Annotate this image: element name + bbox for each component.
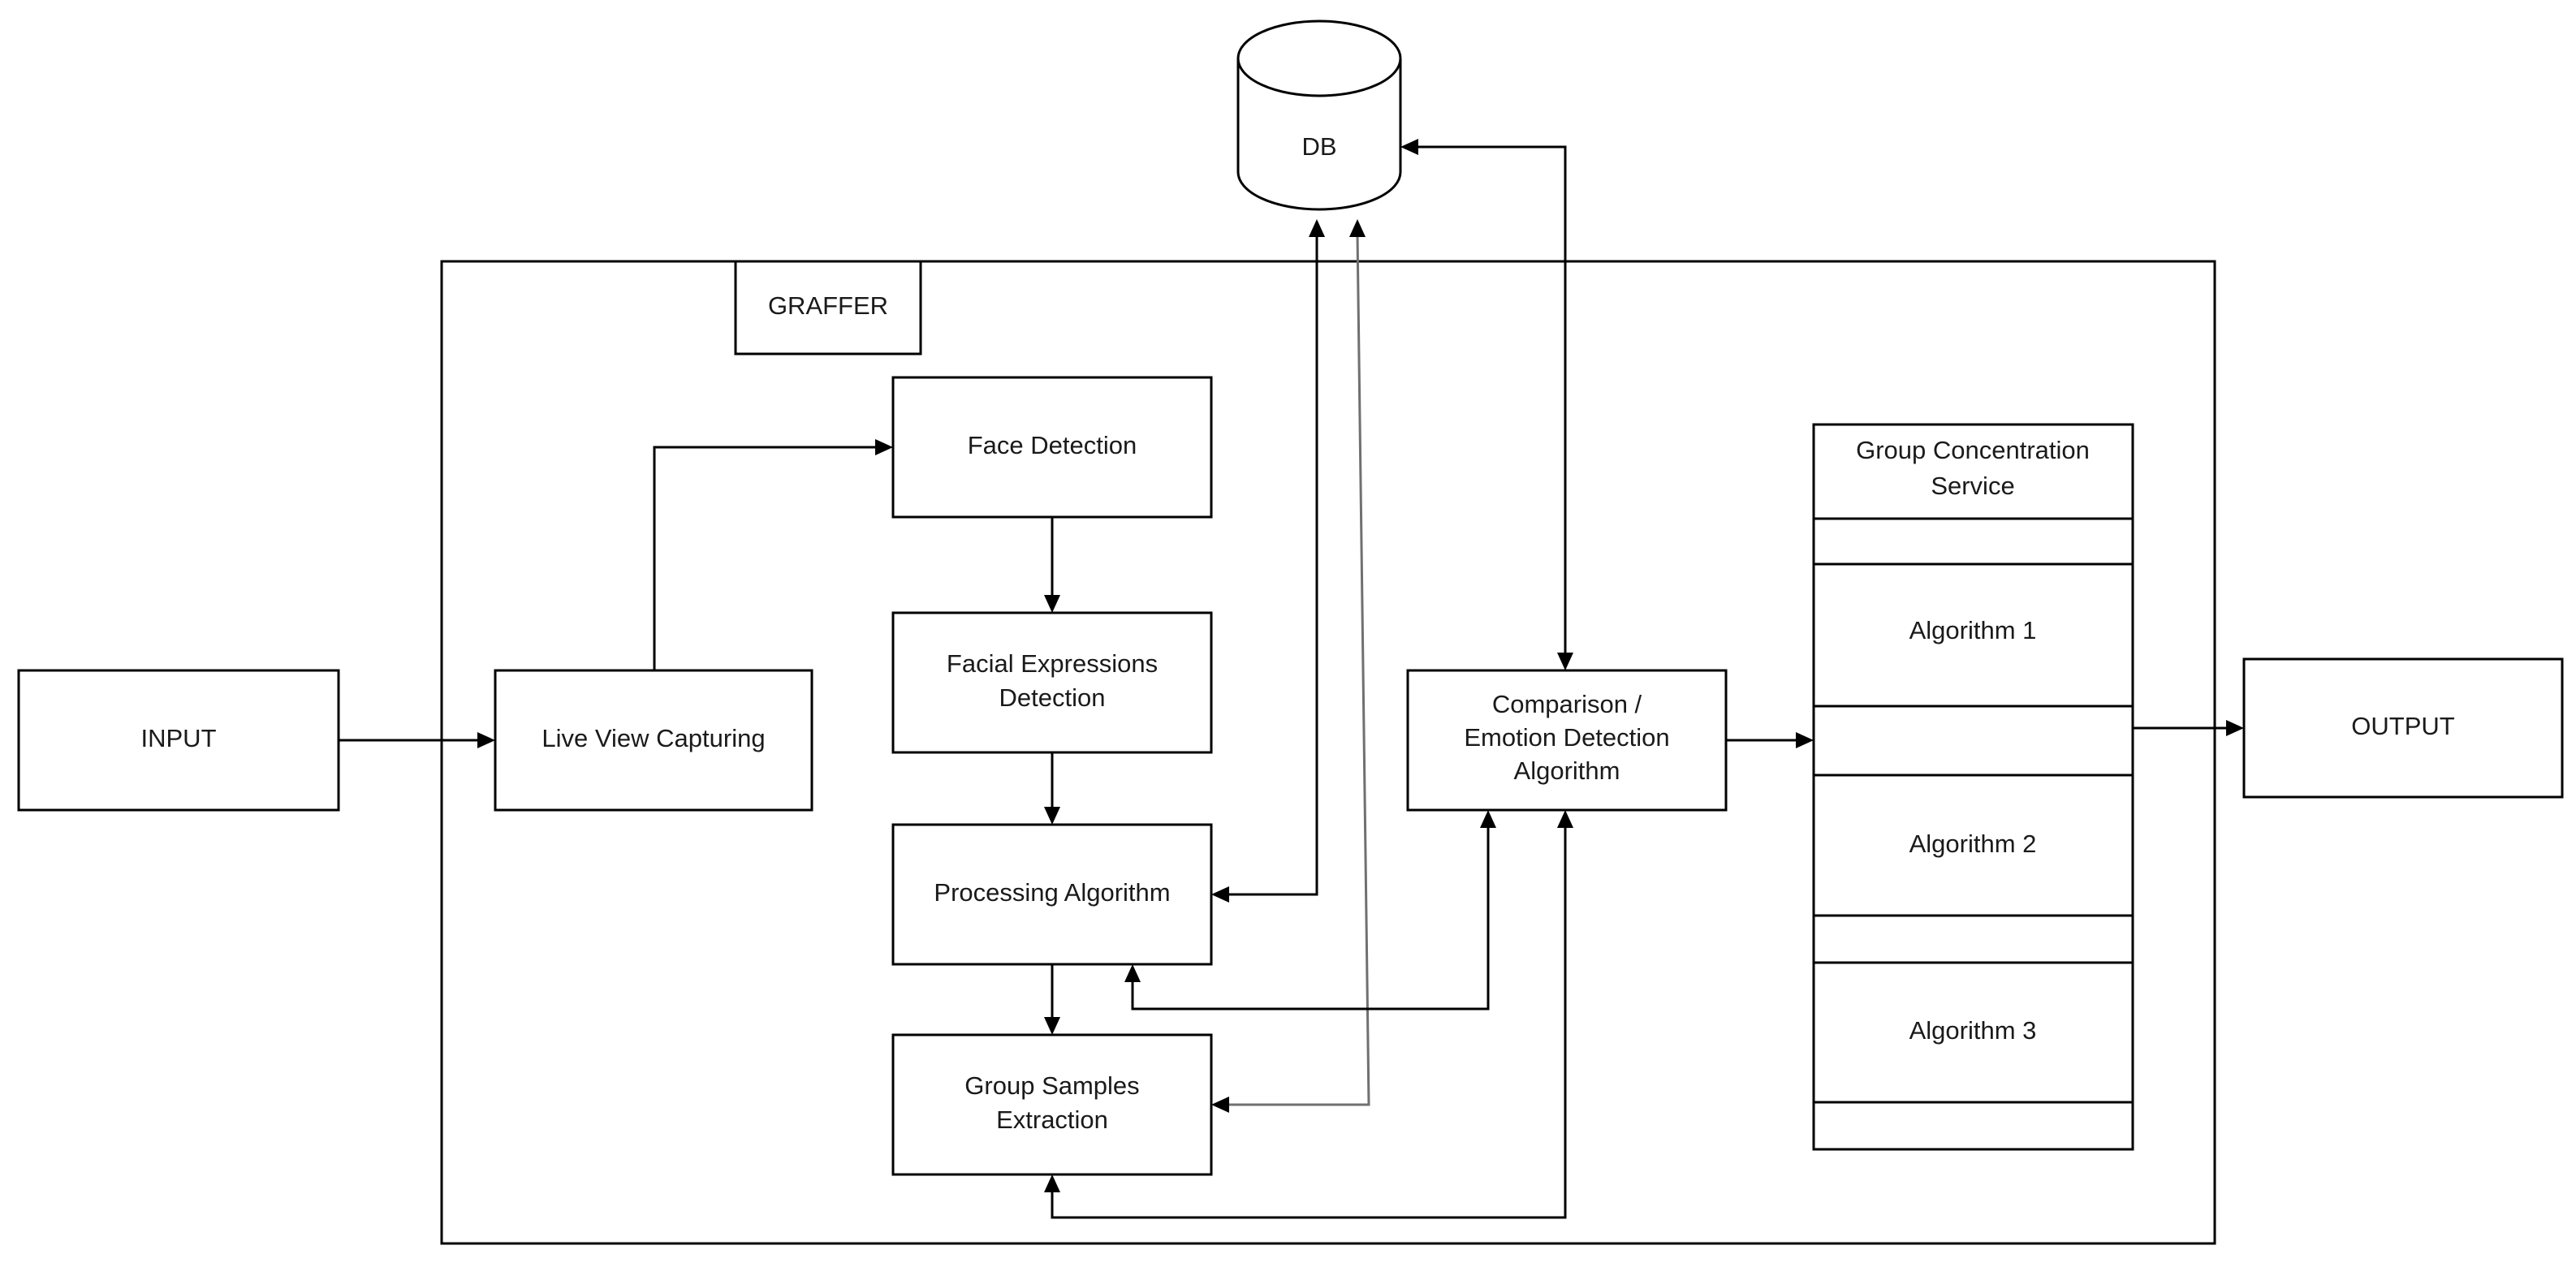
processing-algorithm-label: Processing Algorithm [934, 878, 1170, 907]
database-label: DB [1301, 132, 1336, 161]
algorithm-3-label: Algorithm 3 [1909, 1016, 2037, 1045]
edge-facial-expressions-to-processing [1044, 752, 1060, 825]
edge-live-view-to-face-detection [653, 439, 893, 670]
live-view-capturing-label: Live View Capturing [542, 724, 765, 752]
output-node: OUTPUT [2242, 657, 2564, 799]
input-label: INPUT [141, 724, 217, 752]
edge-comparison-to-service [1726, 732, 1814, 748]
facial-expressions-detection-node: Facial Expressions Detection [891, 611, 1213, 754]
service-title-line-2: Service [1931, 472, 2014, 500]
comparison-label-line-3: Algorithm [1514, 756, 1620, 785]
graffer-label: GRAFFER [768, 291, 888, 320]
live-view-capturing-node: Live View Capturing [494, 669, 813, 812]
face-detection-label: Face Detection [968, 431, 1137, 459]
edge-group-samples-db [1211, 219, 1370, 1113]
edge-processing-db [1211, 219, 1325, 903]
graffer-container [440, 260, 2216, 1245]
edge-processing-comparison [1124, 810, 1496, 1011]
comparison-label-line-2: Emotion Detection [1464, 723, 1669, 752]
face-detection-node: Face Detection [891, 376, 1213, 519]
input-node: INPUT [17, 669, 340, 812]
algorithm-2-label: Algorithm 2 [1909, 830, 2037, 858]
algorithm-1-label: Algorithm 1 [1909, 616, 2037, 644]
edge-db-comparison [1400, 139, 1573, 670]
edge-processing-to-group-samples [1044, 964, 1060, 1035]
group-concentration-service: Group Concentration Service Algorithm 1 … [1812, 423, 2134, 1151]
group-samples-extraction-node: Group Samples Extraction [891, 1033, 1213, 1176]
output-label: OUTPUT [2351, 712, 2455, 740]
comparison-label-line-1: Comparison / [1492, 690, 1642, 718]
facial-expressions-label-line-2: Detection [999, 683, 1106, 712]
edge-group-samples-comparison [1044, 810, 1573, 1219]
processing-algorithm-node: Processing Algorithm [891, 823, 1213, 966]
database-cylinder: DB [1236, 19, 1402, 211]
service-title-line-1: Group Concentration [1856, 436, 2090, 464]
group-samples-label-line-1: Group Samples [964, 1071, 1139, 1100]
graffer-label-box: GRAFFER [734, 260, 922, 356]
edge-input-to-live-view [339, 732, 495, 748]
comparison-emotion-detection-node: Comparison / Emotion Detection Algorithm [1406, 669, 1728, 812]
facial-expressions-label-line-1: Facial Expressions [947, 649, 1158, 678]
edge-service-to-output [2133, 720, 2244, 736]
edge-face-detection-to-facial-expressions [1044, 517, 1060, 613]
group-samples-label-line-2: Extraction [996, 1105, 1108, 1134]
